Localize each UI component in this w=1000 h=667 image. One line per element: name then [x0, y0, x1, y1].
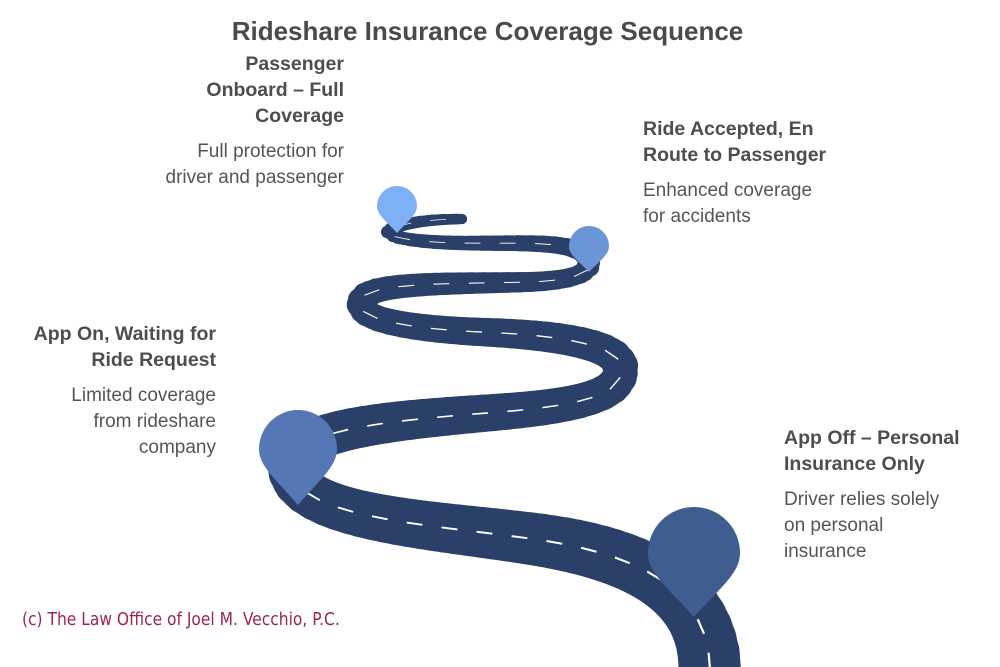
- road-dash: [472, 412, 489, 416]
- stage-4-description: Full protection for driver and passenger: [165, 141, 345, 188]
- road-dash: [406, 521, 423, 526]
- stage-3-pin-marker: [569, 226, 609, 272]
- stage-1-label: App Off – Personal Insurance Only Driver…: [784, 425, 994, 565]
- road-dash: [535, 243, 551, 245]
- road-dash: [511, 535, 528, 540]
- road-dash: [430, 327, 447, 331]
- road-dash: [371, 515, 388, 521]
- stage-1-pin-marker: [647, 506, 740, 617]
- stage-3-heading: Ride Accepted, En Route to Passenger: [643, 118, 827, 166]
- road-dash: [441, 526, 458, 531]
- road-dash: [367, 422, 383, 427]
- road-dash: [707, 652, 711, 667]
- road-dash: [401, 418, 418, 422]
- road-dash: [573, 269, 589, 278]
- road-dash: [580, 546, 597, 553]
- road-dash: [609, 376, 621, 390]
- stage-3-label: Ride Accepted, En Route to Passenger Enh…: [643, 116, 873, 230]
- stage-2-label: App On, Waiting for Ride Request Limited…: [6, 321, 216, 461]
- road-dash: [364, 289, 380, 296]
- road-dash: [571, 339, 588, 345]
- road-dash: [604, 349, 619, 360]
- road-dash: [696, 618, 706, 635]
- diagram-title: Rideshare Insurance Coverage Sequence: [231, 16, 744, 46]
- road-dash: [396, 322, 412, 327]
- stage-3-description: Enhanced coverage for accidents: [643, 180, 813, 227]
- road-dash: [536, 335, 553, 339]
- road-dash: [501, 332, 518, 335]
- road-dash: [546, 540, 563, 545]
- road-dash: [539, 279, 556, 283]
- road-dash: [394, 236, 411, 241]
- road-dash: [542, 404, 559, 409]
- stage-1-heading: App Off – Personal Insurance Only: [784, 427, 960, 475]
- road-dash: [429, 241, 446, 243]
- road-dash: [337, 506, 354, 513]
- road-dash: [398, 284, 415, 288]
- road-dash: [433, 283, 450, 285]
- road-dash: [305, 491, 321, 502]
- copyright-credit: (c) The Law Office of Joel M. Vecchio, P…: [22, 609, 340, 630]
- stage-4-heading: Passenger Onboard – Full Coverage: [206, 53, 344, 127]
- stage-2-description: Limited coverage from rideshare company: [71, 385, 216, 458]
- road-dash: [466, 330, 483, 333]
- road-dash: [332, 428, 349, 435]
- stage-4-pin-marker: [377, 186, 417, 233]
- stage-2-heading: App On, Waiting for Ride Request: [33, 323, 216, 371]
- road-dash: [614, 556, 631, 565]
- road-dash: [363, 310, 378, 319]
- stage-4-label: Passenger Onboard – Full Coverage Full p…: [114, 51, 345, 191]
- road-body: [268, 213, 741, 667]
- stage-2-pin-marker: [259, 410, 337, 505]
- stage-1-description: Driver relies solely on personal insuran…: [784, 489, 940, 562]
- road-dash: [507, 409, 524, 413]
- road-dash: [437, 415, 454, 419]
- road-dash: [576, 396, 593, 403]
- road-dash: [430, 218, 447, 221]
- road-dash: [476, 530, 493, 535]
